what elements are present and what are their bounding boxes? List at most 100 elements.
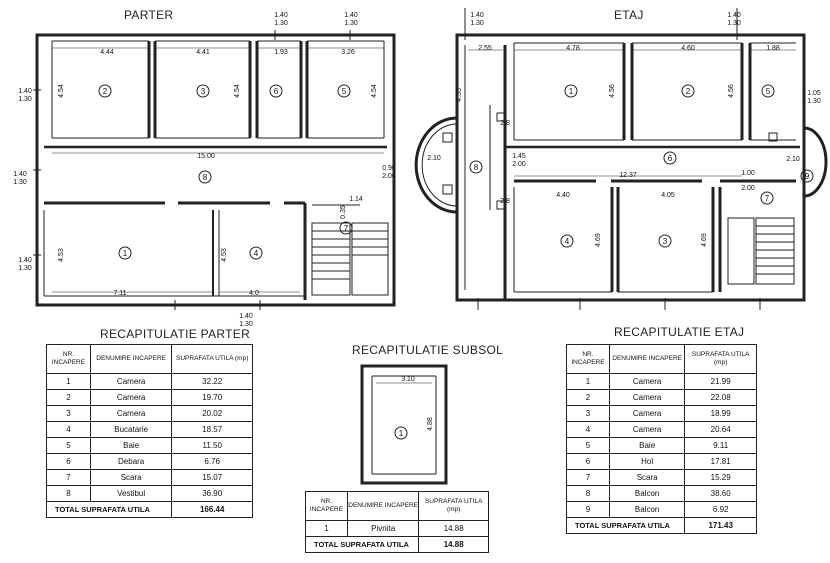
table-header-row: NR. INCAPERE DENUMIRE INCAPERE SUPRAFATA… (46, 344, 253, 374)
cell-nr: 4 (46, 421, 91, 438)
cell-area: 32.22 (171, 373, 253, 390)
parter-dim-room6-w: 1.93 (274, 49, 288, 56)
parter-room-2-number: 2 (103, 87, 108, 96)
parter-dim-hall-w: 15.00 (197, 153, 215, 160)
recap-subsol-table: NR. INCAPERE DENUMIRE INCAPERE SUPRAFATA… (304, 491, 489, 553)
header-suprafata: SUPRAFATA UTILA (mp) (418, 491, 489, 521)
parter-dim-win-left-a: 1.40 (18, 88, 32, 95)
cell-nr: 2 (46, 389, 91, 406)
cell-area: 18.99 (684, 405, 757, 422)
etaj-dim-room4-w: 4.40 (556, 192, 570, 199)
header-nr: NR. INCAPERE (46, 344, 91, 374)
cell-nr: 4 (566, 421, 610, 438)
recap-etaj-title: RECAPITULATIE ETAJ (614, 325, 745, 339)
etaj-dim-room4-h: 4.69 (595, 233, 602, 247)
cell-nr: 3 (566, 405, 610, 422)
total-label: TOTAL SUPRAFATA UTILA (45, 501, 173, 518)
cell-name: Scara (89, 469, 173, 486)
recap-subsol-title: RECAPITULATIE SUBSOL (352, 343, 504, 357)
total-label: TOTAL SUPRAFATA UTILA (565, 517, 686, 534)
cell-nr: 8 (46, 485, 91, 502)
etaj-room-2-number: 2 (686, 87, 691, 96)
parter-dim-stair-w: 1.14 (349, 196, 363, 203)
cell-name: Baie (608, 437, 686, 454)
header-suprafata: SUPRAFATA UTILA (mp) (171, 344, 253, 374)
cell-area: 20.02 (171, 405, 253, 422)
etaj-dim-win-top2-a: 1.40 (727, 12, 741, 19)
cell-nr: 9 (566, 501, 610, 518)
cell-nr: 5 (46, 437, 91, 454)
parter-dim-room1-h: 4.53 (58, 248, 65, 262)
subsol-dim-w: 3.10 (401, 376, 415, 383)
cell-name: Camera (608, 389, 686, 406)
cell-nr: 6 (566, 453, 610, 470)
parter-dim-room3-w: 4.41 (196, 49, 210, 56)
cell-nr: 6 (46, 453, 91, 470)
etaj-dim-room2-w: 4.60 (681, 45, 695, 52)
etaj-dim-side-a: 1.05 (807, 90, 821, 97)
etaj-dim-stair-b: 2.00 (741, 185, 755, 192)
parter-dim-room3-h: 4.54 (234, 84, 241, 98)
parter-room-3-number: 3 (201, 87, 206, 96)
cell-area: 15.07 (171, 469, 253, 486)
parter-room-4-number: 4 (254, 249, 259, 258)
cell-area: 36.90 (171, 485, 253, 502)
cell-nr: 5 (566, 437, 610, 454)
table-total-row: TOTAL SUPRAFATA UTILA 166.44 (45, 501, 253, 518)
cell-name: Scara (608, 469, 686, 486)
header-suprafata: SUPRAFATA UTILA (mp) (684, 344, 757, 374)
table-total-row: TOTAL SUPRAFATA UTILA 14.88 (304, 536, 489, 553)
etaj-dim-win-top2-b: 1.30 (727, 20, 741, 27)
cell-nr: 2 (566, 389, 610, 406)
etaj-dim-room3-h: 4.69 (701, 233, 708, 247)
cell-nr: 1 (566, 373, 610, 390)
subsol-plan (360, 364, 448, 485)
etaj-dim-win-top1-a: 1.40 (470, 12, 484, 19)
etaj-dim-left-bay: 2.10 (427, 155, 441, 162)
etaj-room-1-number: 1 (569, 87, 574, 96)
total-value: 14.88 (418, 536, 489, 553)
parter-dim-room5-h: 4.54 (371, 84, 378, 98)
parter-room-6-number: 6 (274, 87, 279, 96)
parter-dim-win-top2-a: 1.40 (344, 12, 358, 19)
cell-nr: 3 (46, 405, 91, 422)
cell-name: Vestibul (89, 485, 173, 502)
cell-name: Balcon (608, 501, 686, 518)
etaj-room-4-number: 4 (565, 237, 570, 246)
total-value: 166.44 (171, 501, 253, 518)
cell-name: Pivnita (346, 520, 420, 537)
etaj-dim-col-b: 2.8 (500, 198, 510, 205)
cell-area: 6.92 (684, 501, 757, 518)
etaj-room-3-number: 3 (663, 237, 668, 246)
cell-area: 15.29 (684, 469, 757, 486)
parter-room-8-number: 8 (203, 173, 208, 182)
cell-name: Camera (89, 373, 173, 390)
cell-area: 11.50 (171, 437, 253, 454)
etaj-room-7-number: 7 (765, 194, 770, 203)
parter-dim-room2-w: 4.44 (100, 49, 114, 56)
cell-name: Camera (89, 389, 173, 406)
cell-nr: 7 (46, 469, 91, 486)
cell-nr: 8 (566, 485, 610, 502)
cell-nr: 1 (305, 520, 348, 537)
subsol-dim-h: 4.88 (427, 417, 434, 431)
parter-dim-stair-h: 0.35 (340, 205, 347, 219)
header-nr: NR. INCAPERE (566, 344, 610, 374)
table-header-row: NR. INCAPERE DENUMIRE INCAPERE SUPRAFATA… (566, 344, 757, 374)
etaj-dim-win-top1-b: 1.30 (470, 20, 484, 27)
header-denumire: DENUMIRE INCAPERE (608, 344, 686, 374)
etaj-dim-side-b: 1.30 (807, 98, 821, 105)
cell-area: 22.08 (684, 389, 757, 406)
parter-dim-win-left-b: 1.30 (18, 96, 32, 103)
